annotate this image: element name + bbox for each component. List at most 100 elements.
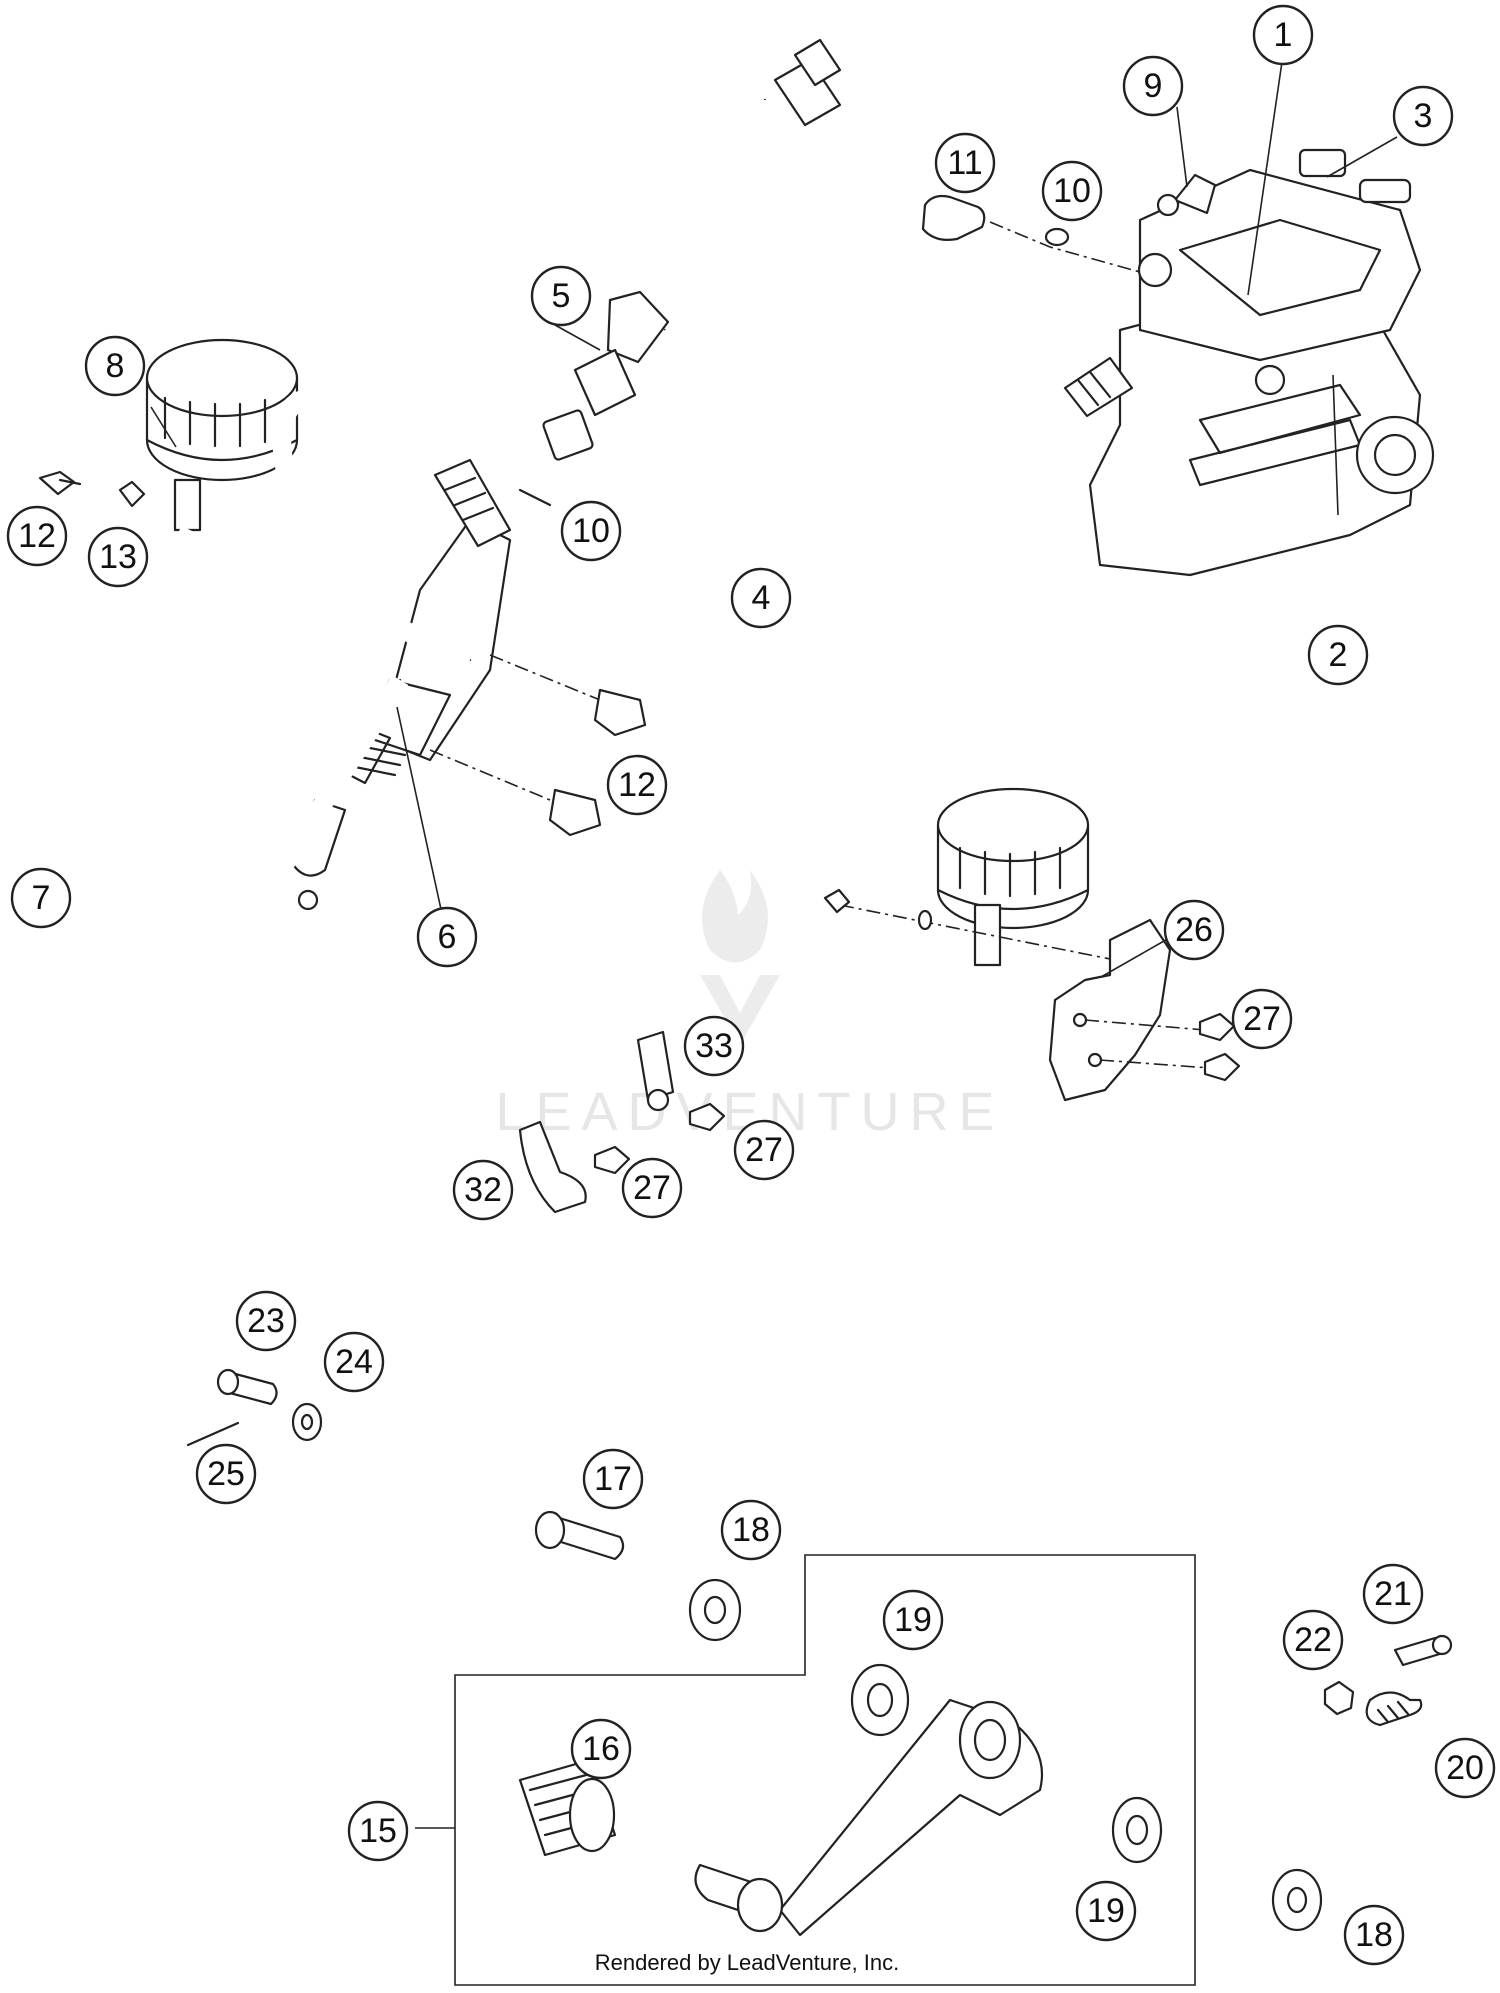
callout: 8 [84,335,146,397]
callout-number: 12 [618,766,656,804]
spring-16 [518,1758,617,1857]
bolt-17 [534,1510,625,1561]
clamp-bracket-33 [636,1030,726,1132]
sealing-ring-caliper [1044,227,1173,288]
callout: 27 [733,1119,795,1181]
callout-number: 25 [207,1455,245,1493]
brake-light-switch-cable [662,38,842,382]
callout: 19 [882,1589,944,1651]
callout: 20 [1434,1737,1496,1799]
callout: 27 [621,1157,683,1219]
callout-number: 22 [1294,1621,1332,1659]
foot-brake-lever [694,1698,1044,1937]
callout: 6 [416,906,478,968]
callout: 17 [582,1448,644,1510]
callout-number: 20 [1446,1749,1484,1787]
callout-number: 17 [594,1460,632,1498]
callout: 33 [683,1015,745,1077]
callout: 26 [1163,899,1225,961]
callout: 1 [1252,4,1314,66]
bleeder-screw [1156,173,1217,217]
callout-number: 8 [106,347,125,385]
master-cylinder-hose [272,387,512,669]
callout: 10 [560,500,622,562]
spring-20 [1365,1691,1423,1727]
callout: 27 [1231,988,1293,1050]
cotter-pin-upper [518,488,552,507]
footer-credit: Rendered by LeadVenture, Inc. [595,1950,900,1975]
callout-number: 13 [99,538,137,576]
brake-fluid-reservoir-upper [145,338,299,532]
brake-hose [477,356,1134,655]
callout: 2 [1307,624,1369,686]
callout: 21 [1362,1563,1424,1625]
callout-number: 19 [894,1601,932,1639]
callout: 9 [1122,55,1184,117]
callout-number: 19 [1087,1892,1125,1930]
callout: 13 [87,526,149,588]
callout: 18 [720,1499,782,1561]
callout-number: 1 [1274,16,1293,54]
callout: 12 [606,754,668,816]
callout-number: 27 [1243,1000,1281,1038]
callout: 3 [1392,85,1454,147]
pin-23 [216,1368,278,1406]
callout: 11 [934,132,996,194]
callout-number: 10 [1053,172,1091,210]
callout: 19 [1075,1880,1137,1942]
callout-number: 18 [1355,1916,1393,1954]
brake-fluid-reservoir-lower [823,787,1141,967]
bearing-19-upper [850,1663,910,1737]
callout-number: 21 [1374,1575,1412,1613]
callout: 4 [730,567,792,629]
callout: 24 [323,1331,385,1393]
callout: 5 [530,265,592,327]
bearing-19-lower [1111,1796,1163,1864]
callout: 15 [347,1800,409,1862]
watermark: LEADVENTURE [495,870,995,1142]
callout: 7 [10,867,72,929]
washer-18-lower [1271,1868,1323,1932]
callout: 18 [1343,1904,1405,1966]
callout-number: 12 [18,517,56,555]
callout-number: 3 [1414,97,1433,135]
callout-number: 10 [572,512,610,550]
clamp-32 [518,1120,631,1214]
callout: 23 [235,1290,297,1352]
leader-lines [150,54,1398,1829]
brake-light-switch [542,290,670,461]
reservoir-hose [90,525,409,996]
rear-brake-caliper [1088,148,1435,577]
callout-number: 32 [464,1171,502,1209]
hex-screws [38,470,647,837]
reservoir-bracket [1048,918,1241,1102]
bolt-21 [1393,1634,1453,1667]
callout-number: 4 [752,579,771,617]
callout: 12 [6,505,68,567]
foot-brake-lever-assembly-box [454,1554,1196,1986]
callout-number: 18 [732,1511,770,1549]
washer-24 [291,1402,323,1442]
callout-number: 15 [359,1812,397,1850]
callout-number: 5 [552,277,571,315]
callout: 32 [452,1159,514,1221]
washer-18-upper [688,1578,742,1642]
callout-number: 33 [695,1027,733,1065]
callout-number: 6 [438,918,457,956]
callout: 25 [195,1443,257,1505]
callout-number: 7 [32,879,51,917]
callout: 22 [1282,1609,1344,1671]
cotter-pin-25 [186,1421,240,1447]
callout-number: 9 [1144,67,1163,105]
callout-number: 23 [247,1302,285,1340]
callout-number: 27 [633,1169,671,1207]
callout-number: 24 [335,1343,373,1381]
callout-number: 2 [1329,636,1348,674]
banjo-bolt-caliper [921,194,1141,273]
callout: 16 [570,1718,632,1780]
callout-number: 16 [582,1730,620,1768]
callout-number: 27 [745,1131,783,1169]
callout-number: 26 [1175,911,1213,949]
callout: 10 [1041,160,1103,222]
